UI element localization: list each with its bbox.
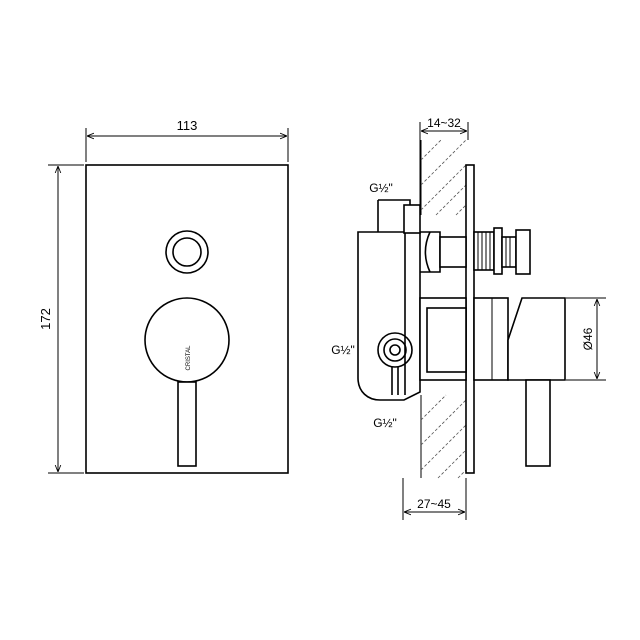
wall-hatch-upper	[420, 139, 467, 216]
diverter-knob-inner	[172, 237, 202, 267]
side-view: 14~32	[331, 116, 606, 520]
diverter-spindle	[439, 227, 531, 275]
handle-diameter-label: Ø46	[581, 327, 595, 350]
middle-port-ring	[383, 338, 407, 362]
mixer-lever	[177, 381, 197, 467]
height-label: 172	[38, 308, 53, 330]
handle-body	[507, 297, 566, 381]
valve-body	[357, 199, 441, 401]
cover-plate	[85, 164, 289, 474]
side-lever	[525, 379, 551, 467]
port-bottom-label: G½"	[373, 416, 397, 430]
cover-plate-edge	[465, 164, 475, 474]
brand-mark: CRISTAL	[186, 345, 192, 371]
mixer-cartridge	[419, 297, 566, 467]
port-middle-label: G½"	[331, 343, 355, 357]
wall-hatch-lower	[420, 394, 467, 479]
wall-range-top-label: 14~32	[427, 116, 461, 130]
width-label: 113	[177, 118, 198, 133]
port-top-label: G½"	[369, 181, 393, 195]
top-outlet-stub	[403, 204, 421, 234]
front-view: 113 172 CRISTAL	[38, 118, 289, 474]
wall-range-bottom-label: 27~45	[417, 497, 451, 511]
middle-port-inner	[389, 344, 401, 356]
diverter-knob-outer	[165, 230, 209, 274]
middle-port-outer	[377, 332, 413, 368]
